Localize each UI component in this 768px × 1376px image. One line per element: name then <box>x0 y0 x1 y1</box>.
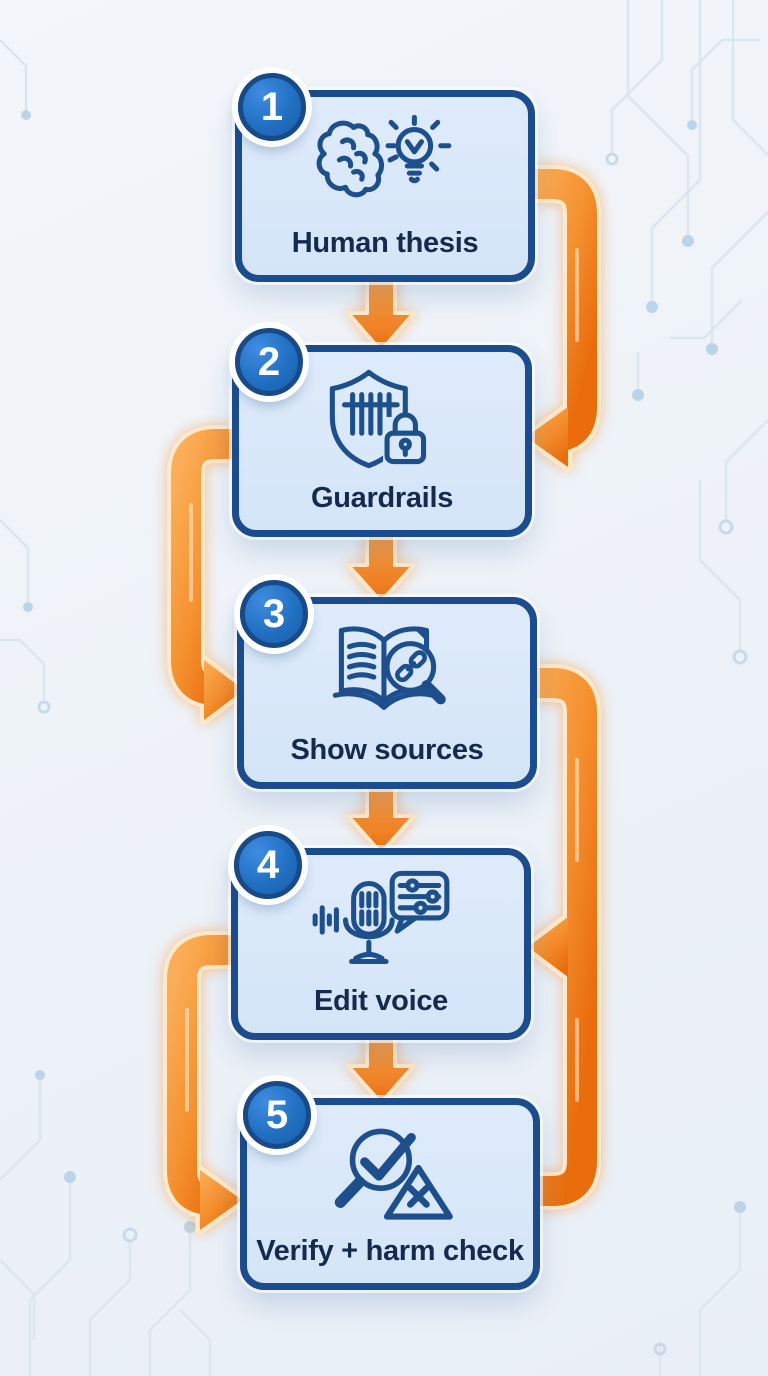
step-card-3: 3 Show sources <box>237 580 537 789</box>
magnifier-check-warning-icon <box>334 1128 453 1220</box>
step-card-5: 5 Verify + harm check <box>240 1081 540 1290</box>
step-number-badge: 3 <box>240 580 308 648</box>
step-number-badge: 1 <box>238 73 306 141</box>
shield-lock-icon <box>329 369 430 469</box>
connector-loop-step1-to-step2 <box>521 165 601 472</box>
step-number: 1 <box>260 85 284 129</box>
microphone-speech-settings-icon <box>312 870 450 965</box>
step-label: Verify + harm check <box>256 1235 524 1267</box>
step-card-1: 1 Human thesis <box>235 73 535 282</box>
step-label: Show sources <box>290 734 484 766</box>
connector-loop-step4-to-step5 <box>163 931 247 1235</box>
step-number-badge: 2 <box>235 328 303 396</box>
step-number: 5 <box>265 1093 289 1137</box>
step-card-2: 2 Guardrails <box>232 328 532 537</box>
connector-loop-step3-to-step4-step5 <box>523 664 601 1210</box>
step-label: Human thesis <box>291 227 479 259</box>
step-number: 2 <box>257 340 281 384</box>
step-number-badge: 5 <box>243 1081 311 1149</box>
connector-down-arrow-step4-step5 <box>346 1031 416 1105</box>
step-number: 4 <box>256 843 280 887</box>
step-number: 3 <box>262 592 286 636</box>
step-label: Edit voice <box>314 985 448 1017</box>
step-number-badge: 4 <box>234 831 302 899</box>
step-label: Guardrails <box>310 482 454 514</box>
book-magnifier-link-icon <box>332 626 446 710</box>
brain-lightbulb-icon <box>316 114 452 198</box>
step-card-4: 4 <box>231 831 531 1040</box>
connector-down-arrow-step2-step3 <box>346 528 416 604</box>
connector-down-arrow-step1-step2 <box>346 274 416 353</box>
connector-down-arrow-step3-step4 <box>346 780 416 855</box>
connector-loop-step2-to-step3 <box>167 425 249 725</box>
